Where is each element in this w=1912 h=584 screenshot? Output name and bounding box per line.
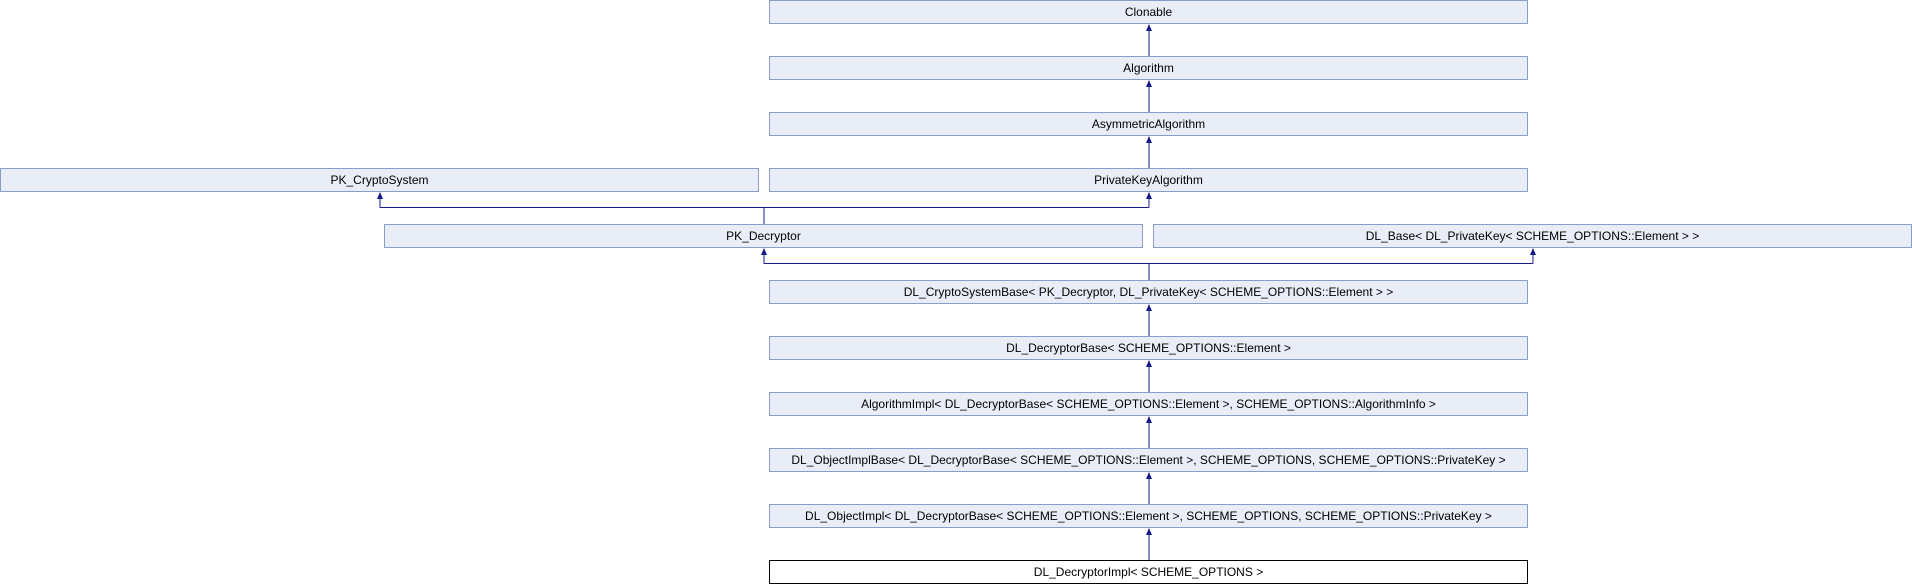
node-dl-decryptor-base[interactable]: DL_DecryptorBase< SCHEME_OPTIONS::Elemen… <box>769 336 1528 360</box>
arrowhead-clonable <box>1146 24 1152 31</box>
node-dl-decryptor-impl: DL_DecryptorImpl< SCHEME_OPTIONS > <box>769 560 1528 584</box>
node-dl-object-impl[interactable]: DL_ObjectImpl< DL_DecryptorBase< SCHEME_… <box>769 504 1528 528</box>
arrowhead-asymmetric_algorithm <box>1146 136 1152 143</box>
arrowhead-private_key_algorithm <box>1146 192 1152 199</box>
arrowhead-algorithm <box>1146 80 1152 87</box>
node-clonable[interactable]: Clonable <box>769 0 1528 24</box>
node-dl-base[interactable]: DL_Base< DL_PrivateKey< SCHEME_OPTIONS::… <box>1153 224 1912 248</box>
arrowhead-dl_base <box>1530 248 1536 255</box>
node-dl-object-impl-base[interactable]: DL_ObjectImplBase< DL_DecryptorBase< SCH… <box>769 448 1528 472</box>
arrowhead-dl_cryptosystem_base <box>1146 304 1152 311</box>
arrowhead-dl_object_impl_base <box>1146 472 1152 479</box>
arrowhead-pk_cryptosystem <box>377 192 383 199</box>
node-algorithm-impl[interactable]: AlgorithmImpl< DL_DecryptorBase< SCHEME_… <box>769 392 1528 416</box>
node-dl-cryptosystem-base[interactable]: DL_CryptoSystemBase< PK_Decryptor, DL_Pr… <box>769 280 1528 304</box>
node-pk-cryptosystem[interactable]: PK_CryptoSystem <box>0 168 759 192</box>
arrowhead-dl_object_impl <box>1146 528 1152 535</box>
arrowhead-pk_decryptor <box>761 248 767 255</box>
arrowhead-dl_decryptor_base <box>1146 360 1152 367</box>
node-private-key-algorithm[interactable]: PrivateKeyAlgorithm <box>769 168 1528 192</box>
arrowhead-algorithm_impl <box>1146 416 1152 423</box>
node-algorithm[interactable]: Algorithm <box>769 56 1528 80</box>
node-pk-decryptor[interactable]: PK_Decryptor <box>384 224 1143 248</box>
node-asymmetric-algorithm[interactable]: AsymmetricAlgorithm <box>769 112 1528 136</box>
